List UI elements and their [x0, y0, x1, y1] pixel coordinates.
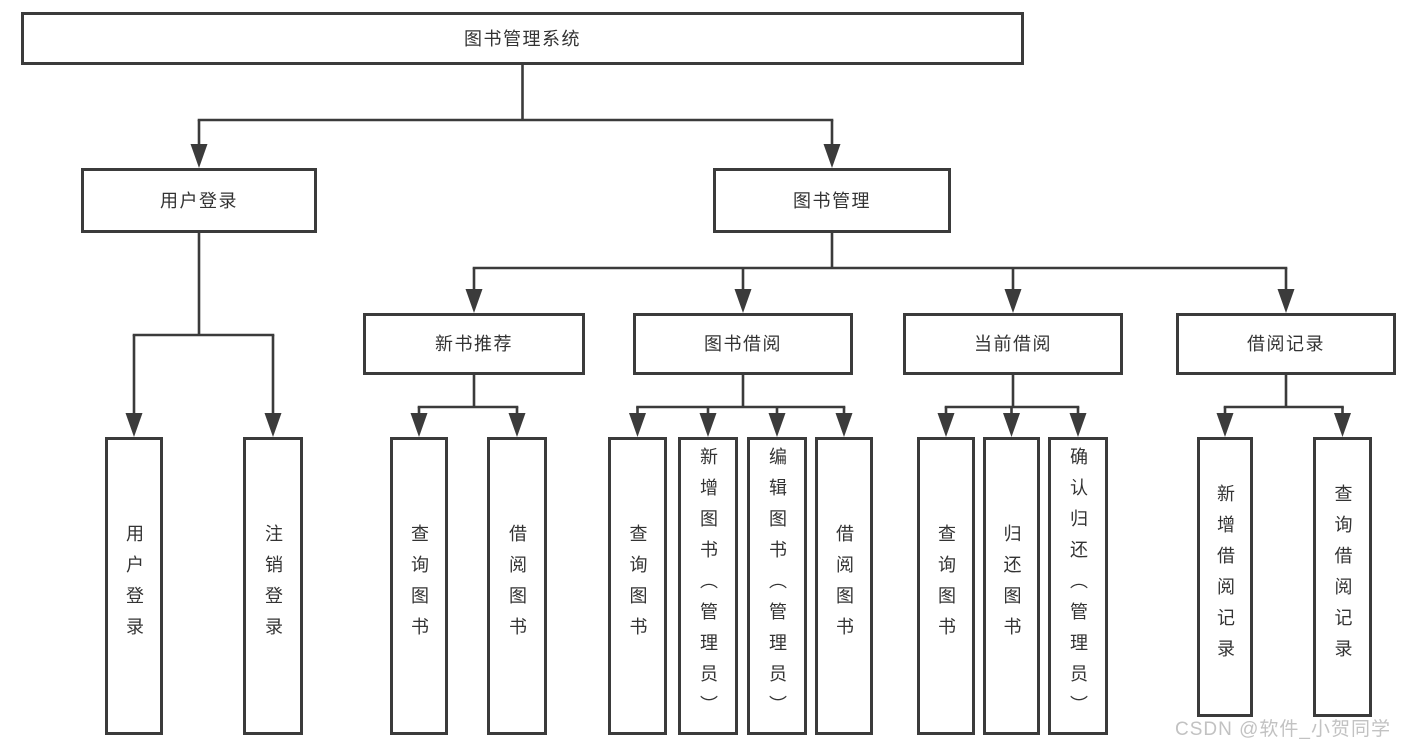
node-user-login-v: 用户登录 — [105, 437, 163, 735]
watermark: CSDN @软件_小贺同学 — [1175, 719, 1391, 740]
node-label: 查询图书 — [627, 524, 648, 648]
node-label: 用户登录 — [124, 524, 144, 648]
node-cb-confirm: 确认归还（管理员） — [1048, 437, 1108, 735]
node-label: 借阅图书 — [507, 524, 527, 648]
node-br-add: 新增借阅记录 — [1197, 437, 1253, 717]
node-br-query: 查询借阅记录 — [1313, 437, 1372, 717]
node-cb-query: 查询图书 — [917, 437, 975, 735]
node-root: 图书管理系统 — [21, 12, 1024, 65]
node-book-borrow: 图书借阅 — [633, 313, 853, 375]
node-bb-query: 查询图书 — [608, 437, 667, 735]
node-label: 编辑图书（管理员） — [767, 446, 787, 726]
node-label: 确认归还（管理员） — [1068, 446, 1088, 726]
node-label: 用户登录 — [160, 190, 238, 211]
node-logout: 注销登录 — [243, 437, 303, 735]
node-cb-return: 归还图书 — [983, 437, 1040, 735]
node-borrow-records: 借阅记录 — [1176, 313, 1396, 375]
node-label: 图书管理系统 — [464, 28, 581, 49]
node-label: 借阅记录 — [1247, 334, 1325, 354]
node-label: 图书管理 — [793, 190, 871, 211]
node-label: 图书借阅 — [704, 334, 782, 354]
node-new-book-rec: 新书推荐 — [363, 313, 585, 375]
node-label: 注销登录 — [263, 524, 283, 648]
node-bb-borrow: 借阅图书 — [815, 437, 873, 735]
node-book-mgmt: 图书管理 — [713, 168, 951, 233]
node-bb-add: 新增图书（管理员） — [678, 437, 738, 735]
node-label: 查询图书 — [409, 524, 429, 648]
node-label: 新书推荐 — [435, 334, 513, 354]
node-label: 查询图书 — [936, 524, 956, 648]
node-label: 新增借阅记录 — [1215, 484, 1235, 670]
node-label: 借阅图书 — [834, 524, 854, 648]
node-label: 当前借阅 — [974, 334, 1052, 354]
node-current-borrow: 当前借阅 — [903, 313, 1123, 375]
node-bb-edit: 编辑图书（管理员） — [747, 437, 807, 735]
node-label: 新增图书（管理员） — [698, 446, 718, 726]
node-nbr-borrow: 借阅图书 — [487, 437, 547, 735]
node-label: 查询借阅记录 — [1332, 484, 1353, 670]
node-nbr-query: 查询图书 — [390, 437, 448, 735]
node-label: 归还图书 — [1001, 524, 1022, 648]
node-user-login: 用户登录 — [81, 168, 317, 233]
